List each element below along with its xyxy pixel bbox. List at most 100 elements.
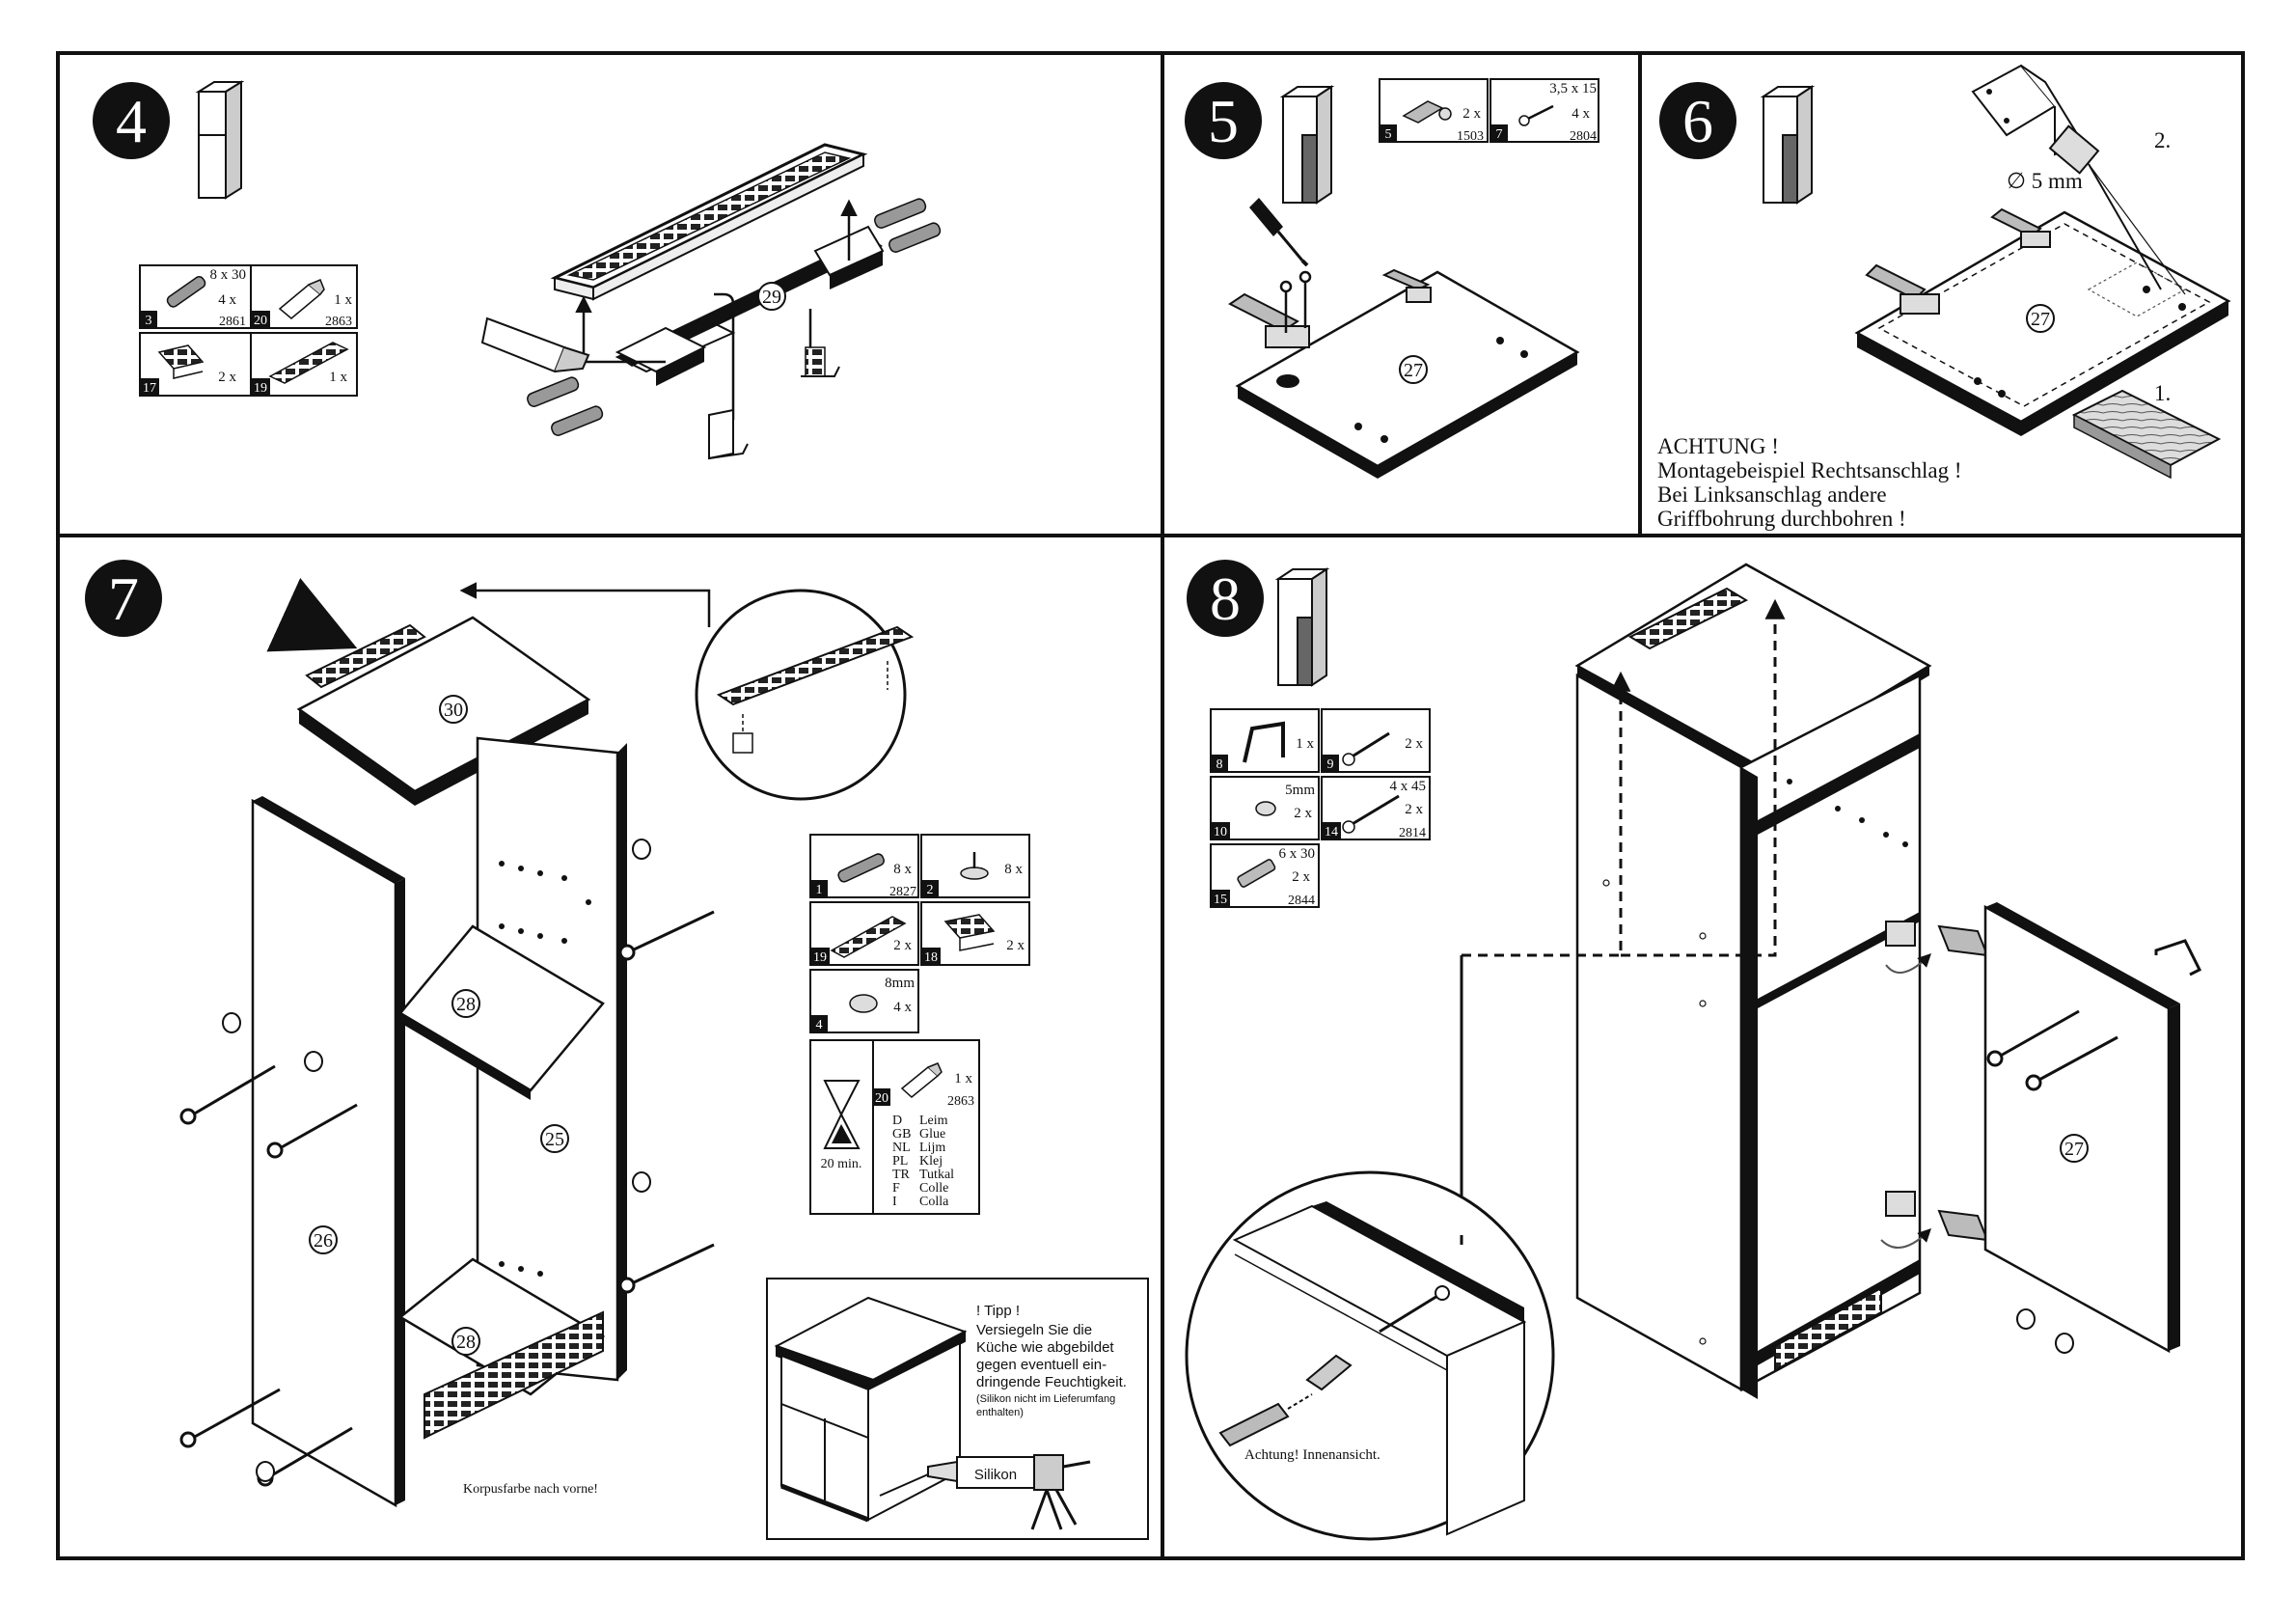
silicone-gun-icon: Silikon xyxy=(879,1454,1091,1530)
hinge-icon xyxy=(1880,921,1989,1249)
silicone-label: Silikon xyxy=(974,1467,1017,1483)
svg-text:Colle: Colle xyxy=(919,1181,948,1196)
svg-text:2861: 2861 xyxy=(219,315,246,329)
svg-text:8: 8 xyxy=(1216,757,1223,772)
svg-text:(Silikon nicht im Lieferumfang: (Silikon nicht im Lieferumfang xyxy=(976,1393,1115,1405)
hourglass-icon xyxy=(823,1080,861,1149)
svg-text:2863: 2863 xyxy=(947,1094,974,1109)
svg-text:2 x: 2 x xyxy=(1405,736,1423,752)
svg-text:17: 17 xyxy=(143,381,156,396)
svg-text:1: 1 xyxy=(816,883,823,897)
dowel-icon xyxy=(837,853,885,883)
part-box-2: 2 8 x xyxy=(920,834,1030,898)
step-5-panel: 5 5 2 x 1503 7 xyxy=(1185,78,1599,479)
svg-text:I: I xyxy=(892,1195,897,1209)
svg-text:Leim: Leim xyxy=(919,1114,948,1128)
wood-block-icon xyxy=(2071,389,2222,480)
callout-26: 26 xyxy=(314,1230,333,1252)
hinge-icon xyxy=(1228,268,1432,348)
vent-grille-icon xyxy=(268,342,349,384)
foot-glide-icon xyxy=(2016,1308,2074,1354)
part-box-18: 18 2 x xyxy=(920,901,1030,966)
screw-icon xyxy=(1518,104,1554,126)
part-box-8: 8 1 x xyxy=(1210,708,1320,773)
svg-text:PL: PL xyxy=(892,1154,908,1169)
svg-text:15: 15 xyxy=(1214,893,1227,907)
svg-text:D: D xyxy=(892,1114,902,1128)
svg-text:2 x: 2 x xyxy=(1006,938,1025,953)
dowel-icon xyxy=(166,276,206,308)
step-7-panel: 7 30 26 xyxy=(85,560,1149,1540)
step-4-panel: 4 3 8 x 30 4 x 2861 xyxy=(93,80,942,460)
callout-28-lower: 28 xyxy=(456,1332,476,1353)
callout-30: 30 xyxy=(444,700,463,721)
part-box-20: 20 1 x 2863 xyxy=(250,264,358,329)
svg-text:3: 3 xyxy=(146,314,152,328)
callout-25: 25 xyxy=(545,1129,564,1150)
cabinet-thumbnail-icon xyxy=(1279,85,1335,205)
part-box-5: 5 2 x 1503 xyxy=(1379,78,1489,144)
svg-text:1503: 1503 xyxy=(1457,129,1484,144)
warning-text: ACHTUNG ! Montagebeispiel Rechtsanschlag… xyxy=(1657,434,1962,531)
part-box-15: 15 6 x 30 2 x 2844 xyxy=(1210,843,1320,908)
hinge-icon xyxy=(1865,207,2051,315)
hinge-icon xyxy=(1402,100,1452,124)
svg-text:Colla: Colla xyxy=(919,1195,949,1209)
svg-text:2863: 2863 xyxy=(325,315,352,329)
callout-27: 27 xyxy=(1404,360,1423,381)
step-4-badge: 4 xyxy=(93,82,170,159)
svg-text:5: 5 xyxy=(1385,127,1392,142)
svg-text:8 x 30: 8 x 30 xyxy=(210,267,247,283)
callout-27: 27 xyxy=(2064,1139,2084,1160)
cabinet-thumbnail-icon xyxy=(195,80,245,200)
vent-clip-icon xyxy=(943,914,996,951)
screw-icon xyxy=(1342,731,1390,766)
svg-text:Glue: Glue xyxy=(919,1127,945,1142)
svg-text:10: 10 xyxy=(1214,825,1227,839)
svg-text:4 x: 4 x xyxy=(218,292,236,308)
svg-text:2: 2 xyxy=(927,883,934,897)
step-6-badge: 6 xyxy=(1659,82,1736,159)
svg-text:1 x: 1 x xyxy=(334,292,352,308)
svg-text:2 x: 2 x xyxy=(1292,869,1310,885)
screwdriver-icon xyxy=(1249,198,1309,267)
svg-text:dringende Feuchtigkeit.: dringende Feuchtigkeit. xyxy=(976,1374,1127,1390)
drill-icon xyxy=(1971,64,2186,295)
foot-glide-icon xyxy=(960,852,989,880)
part-box-4: 4 8mm 4 x xyxy=(809,969,919,1033)
inside-view-note: Achtung! Innenansicht. xyxy=(1244,1447,1380,1463)
handle-icon xyxy=(1243,721,1285,763)
step-7-badge: 7 xyxy=(85,560,162,637)
grille-detail-circle xyxy=(695,589,915,801)
screw-icon xyxy=(1379,1285,1450,1334)
door-panel-27-drawing: 27 xyxy=(1235,270,1580,479)
door-panel-27-drawing: 27 xyxy=(1854,210,2231,436)
part-box-10: 10 5mm 2 x xyxy=(1210,776,1320,840)
svg-text:2844: 2844 xyxy=(1288,894,1315,908)
svg-text:20: 20 xyxy=(875,1091,888,1106)
vent-clip-icon xyxy=(708,346,840,460)
svg-text:2 x: 2 x xyxy=(1294,806,1312,821)
part-box-19: 19 1 x xyxy=(250,332,358,397)
svg-text:1 x: 1 x xyxy=(1296,736,1314,752)
svg-text:2 x: 2 x xyxy=(893,938,912,953)
inside-view-detail-circle: Achtung! Innenansicht. xyxy=(1185,1170,1555,1541)
svg-text:6 x 30: 6 x 30 xyxy=(1279,846,1316,862)
svg-text:1 x: 1 x xyxy=(954,1071,972,1087)
top-panel-30-drawing: 30 xyxy=(266,577,711,806)
step-6-number: 6 xyxy=(1682,87,1713,155)
svg-text:2 x: 2 x xyxy=(218,370,236,385)
svg-text:4 x: 4 x xyxy=(893,1000,912,1015)
svg-text:20: 20 xyxy=(254,314,267,328)
part-box-19: 19 2 x xyxy=(809,901,919,966)
part-box-7: 7 3,5 x 15 4 x 2804 xyxy=(1490,78,1599,144)
step-7-number: 7 xyxy=(108,564,139,633)
screw-icon xyxy=(1986,1009,2118,1091)
glue-dry-time: 20 min. xyxy=(821,1157,862,1171)
svg-text:2 x: 2 x xyxy=(1462,106,1481,122)
cover-cap-icon xyxy=(222,839,651,1482)
carcass-drawing: 26 25 28 28 Korpusfarbe nach vorne! xyxy=(251,736,627,1508)
